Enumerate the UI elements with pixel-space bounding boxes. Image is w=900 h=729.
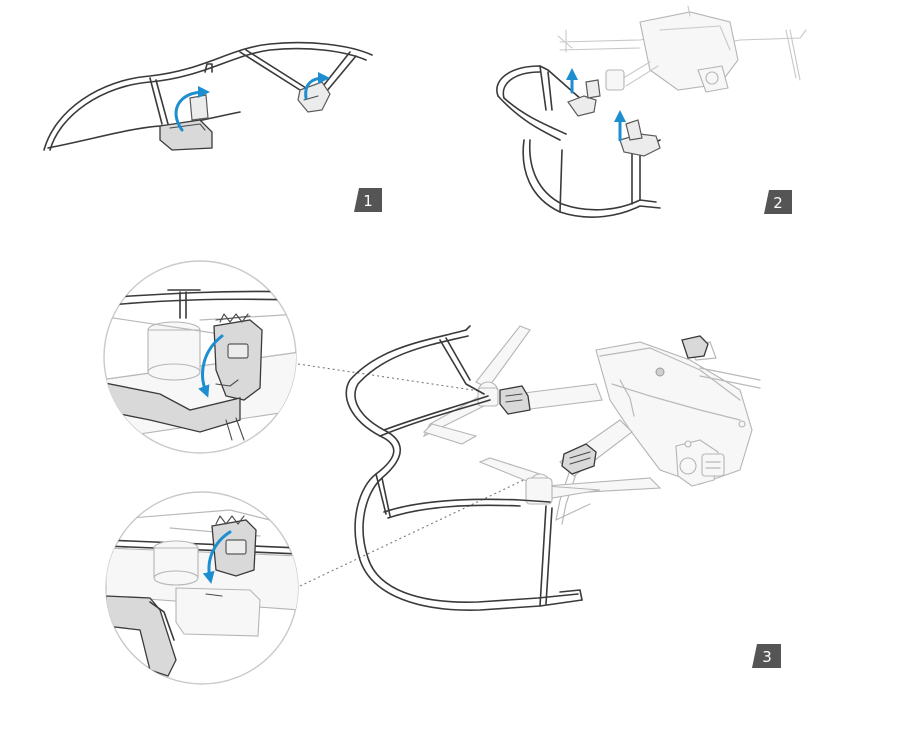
step-number-badge: 2	[764, 190, 792, 214]
step-number-badge: 3	[752, 644, 781, 668]
drone-faint	[557, 5, 807, 93]
guard-clamps	[499, 335, 709, 475]
callout-leader-bottom	[299, 477, 529, 587]
propeller-guard-folded	[496, 65, 661, 218]
step-2-illustration: 2	[496, 5, 807, 218]
step-number-badge: 1	[354, 188, 382, 212]
curved-arrow-icon	[174, 86, 210, 132]
zoom-callout-top	[103, 260, 297, 454]
step-1-number: 1	[363, 192, 373, 210]
curved-down-arrow-icon	[198, 334, 224, 398]
propellers	[422, 325, 662, 505]
drone-body	[499, 341, 761, 525]
callout-leader-top	[297, 363, 487, 393]
zoom-callout-bottom	[105, 491, 299, 685]
step-1-illustration: 1	[43, 41, 382, 212]
propeller-guard-installed	[345, 325, 583, 611]
step-3-illustration: 3	[297, 325, 781, 668]
step-2-number: 2	[773, 194, 783, 212]
step-3-number: 3	[762, 648, 772, 666]
propeller-guard-unfolded	[43, 41, 373, 151]
curved-down-arrow-icon	[202, 530, 232, 584]
curved-arrow-icon	[304, 72, 330, 100]
